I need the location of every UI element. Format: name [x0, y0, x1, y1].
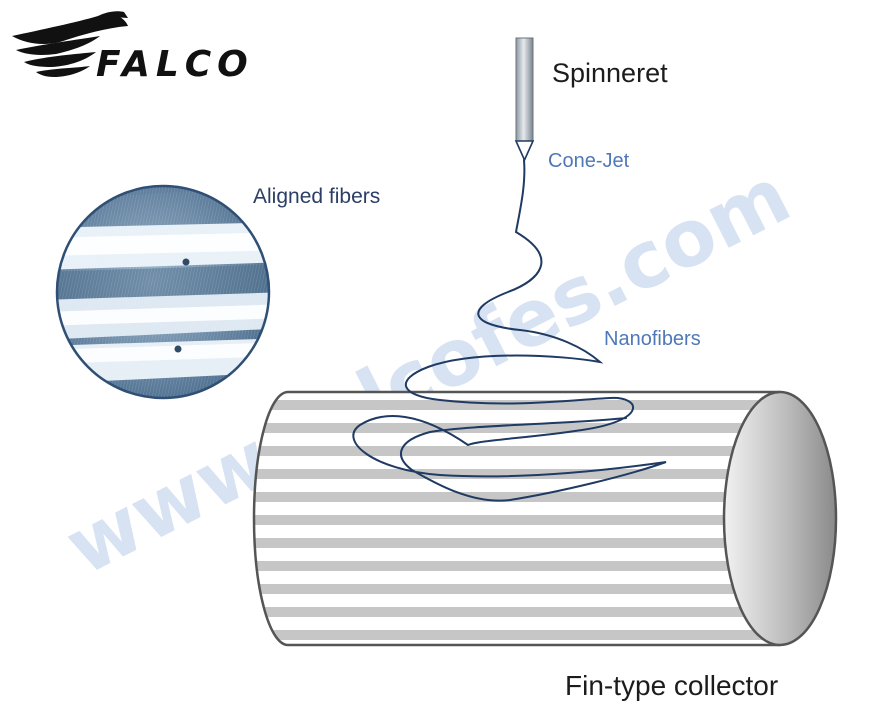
nanofibers-label: Nanofibers	[604, 328, 701, 350]
spinneret-needle-icon	[514, 37, 535, 162]
aligned-fibers-label: Aligned fibers	[253, 185, 381, 208]
cone-jet-label: Cone-Jet	[548, 150, 630, 172]
fin-type-collector-icon	[252, 390, 838, 647]
collector-label: Fin-type collector	[565, 670, 779, 701]
falcon-wing-logo-icon	[12, 11, 128, 77]
logo-text: FALCO	[96, 44, 254, 85]
nanofiber-jet	[352, 159, 667, 502]
spinneret-label: Spinneret	[552, 58, 668, 88]
